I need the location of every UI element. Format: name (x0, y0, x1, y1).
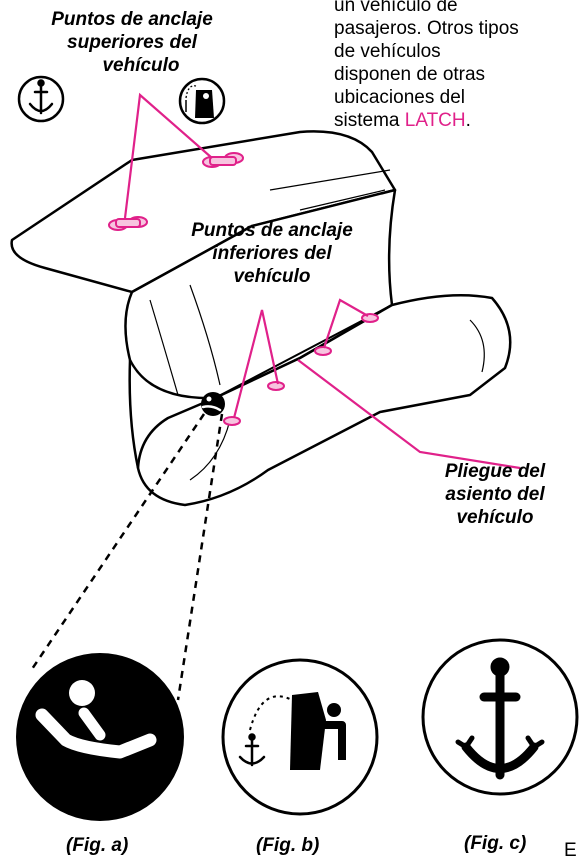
paragraph-line-6-prefix: sistema (334, 110, 405, 131)
paragraph-line-6: sistema LATCH. (334, 109, 582, 132)
page-edge-text: E (564, 840, 577, 861)
top-tether-anchor-2 (108, 216, 148, 231)
seat-bight-label: Pliegue del asiento del vehículo (420, 460, 570, 529)
fig-b-tether-icon (221, 658, 379, 816)
lower-anchor-marker (201, 392, 225, 416)
projection-line-left (28, 413, 206, 673)
top-anchors-label-line-1: Puntos de anclaje (51, 9, 213, 30)
paragraph-line-5: ubicaciones del (334, 87, 465, 108)
lower-anchors-label-line-3: vehículo (233, 266, 311, 287)
top-anchors-label: Puntos de anclaje superiores del vehícul… (22, 8, 242, 77)
instruction-paragraph: un vehículo de pasajeros. Otros tipos de… (334, 0, 582, 132)
lower-anchor-1 (223, 416, 241, 426)
fig-a-caption: (Fig. a) (66, 835, 129, 856)
fig-b-caption: (Fig. b) (256, 835, 320, 856)
paragraph-line-3: de vehículos (334, 41, 441, 62)
lower-anchor-icon (16, 653, 184, 821)
seat-bight-label-line-2: asiento del (445, 484, 545, 505)
top-anchor-leader (123, 92, 213, 219)
seat-bight-label-line-3: vehículo (456, 507, 534, 528)
lower-anchors-label: Puntos de anclaje inferiores del vehícul… (166, 219, 378, 288)
seat-bight-label-line-1: Pliegue del (444, 461, 546, 482)
lower-anchor-3 (314, 346, 332, 356)
seat-bight-leader (297, 359, 521, 470)
lower-anchor-leader-b (322, 298, 369, 349)
tether-seat-icon (178, 77, 226, 125)
projection-line-right (176, 413, 224, 701)
paragraph-line-4: disponen de otras (334, 64, 486, 85)
lower-anchors-label-line-1: Puntos de anclaje (191, 220, 353, 241)
lower-anchor-2 (267, 381, 285, 391)
latch-term: LATCH (404, 110, 466, 131)
top-anchors-label-line-3: vehículo (102, 55, 180, 76)
fig-c-caption: (Fig. c) (464, 833, 527, 854)
top-anchors-label-line-2: superiores del (67, 32, 197, 53)
seat-back-face (124, 188, 397, 400)
lower-anchor-leader-a (232, 309, 280, 419)
seat-side (128, 359, 140, 469)
paragraph-line-1: un vehículo de (334, 0, 458, 16)
paragraph-line-6-suffix: . (465, 110, 471, 131)
paragraph-line-2: pasajeros. Otros tipos (334, 18, 519, 39)
fig-c-anchor-icon (421, 638, 579, 796)
lower-anchors-label-line-2: inferiores del (212, 243, 332, 264)
anchor-icon (17, 75, 65, 123)
